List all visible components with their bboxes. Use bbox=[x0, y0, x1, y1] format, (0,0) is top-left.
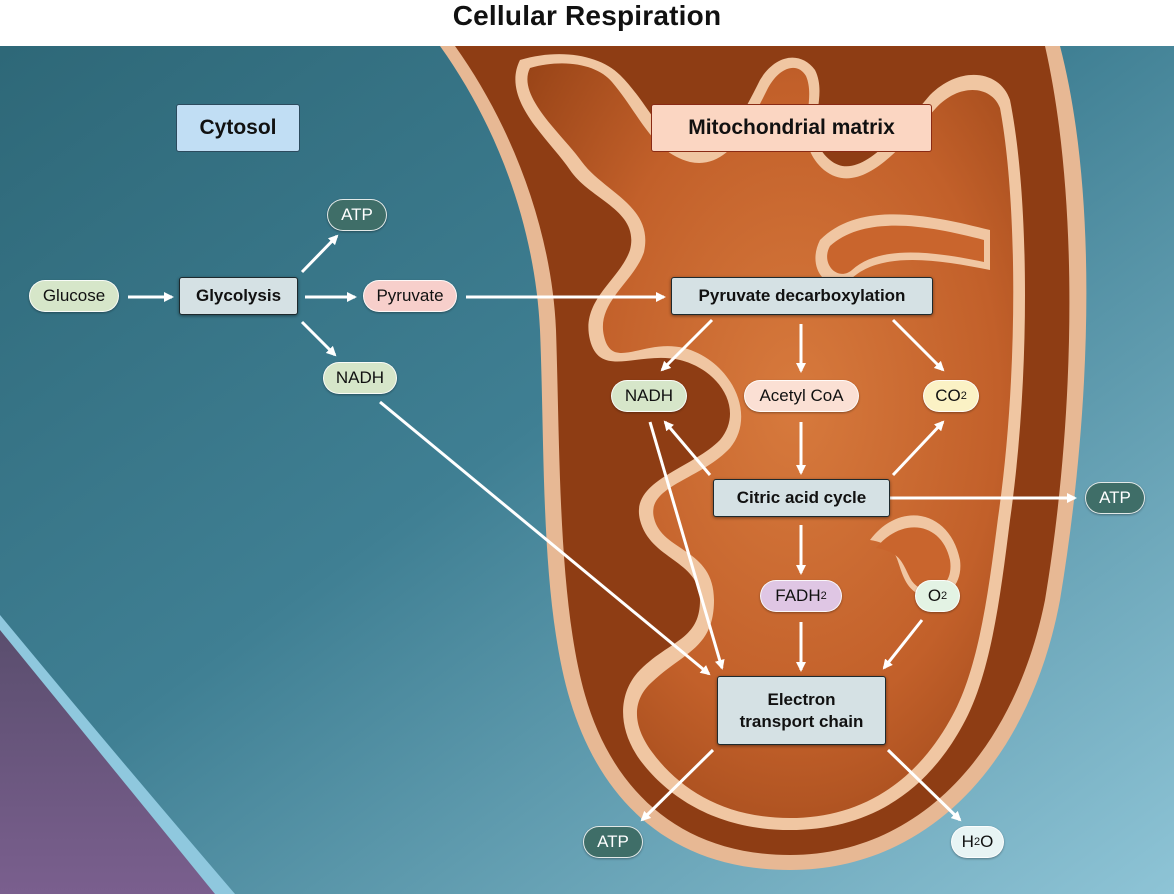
molecule-pyruvate: Pyruvate bbox=[363, 280, 457, 312]
fadh2-base: FADH bbox=[775, 586, 821, 605]
molecule-atp-citric: ATP bbox=[1085, 482, 1145, 514]
h2o-tail: O bbox=[980, 832, 994, 851]
molecule-acetyl-coa: Acetyl CoA bbox=[744, 380, 859, 412]
pathway-arrows bbox=[128, 234, 1077, 822]
diagram-background bbox=[0, 46, 1174, 894]
process-electron-transport-chain: Electron transport chain bbox=[717, 676, 886, 745]
title-bar: Cellular Respiration bbox=[0, 0, 1174, 46]
arrow-o2-to-etc bbox=[882, 619, 924, 670]
arrow-cytosol-nadh-to-etc bbox=[379, 400, 711, 676]
molecule-atp-etc: ATP bbox=[583, 826, 643, 858]
arrow-glycolysis-to-nadh bbox=[300, 320, 337, 357]
molecule-nadh-cytosol: NADH bbox=[323, 362, 397, 394]
arrow-glycolysis-to-atp bbox=[300, 234, 339, 274]
process-citric-acid-cycle: Citric acid cycle bbox=[713, 479, 890, 517]
etc-label-line-1: Electron bbox=[767, 689, 836, 709]
diagram-canvas: Cytosol Mitochondrial matrix Glycolysis … bbox=[0, 46, 1174, 894]
o2-base: O bbox=[927, 586, 942, 605]
arrow-etc-to-h2o bbox=[886, 748, 962, 822]
arrow-matrix-nadh-to-etc bbox=[648, 421, 725, 670]
region-label-matrix: Mitochondrial matrix bbox=[651, 104, 932, 152]
arrow-citric-to-nadh bbox=[663, 420, 712, 476]
diagram-title: Cellular Respiration bbox=[452, 0, 722, 31]
arrow-etc-to-atp bbox=[640, 748, 715, 822]
process-glycolysis: Glycolysis bbox=[179, 277, 298, 315]
co2-base: CO bbox=[935, 386, 961, 405]
process-pyruvate-decarboxylation: Pyruvate decarboxylation bbox=[671, 277, 933, 315]
etc-label-line-2: transport chain bbox=[739, 711, 864, 731]
crista-fold-inner bbox=[827, 225, 984, 274]
arrow-decarboxylation-to-co2 bbox=[891, 318, 945, 372]
region-label-cytosol: Cytosol bbox=[176, 104, 300, 152]
h2o-base: H bbox=[961, 832, 974, 851]
molecule-atp-glycolysis: ATP bbox=[327, 199, 387, 231]
arrow-decarboxylation-to-nadh bbox=[660, 318, 714, 372]
arrow-citric-to-co2 bbox=[891, 420, 945, 477]
nucleus-shape bbox=[0, 630, 215, 894]
molecule-nadh-matrix: NADH bbox=[611, 380, 687, 412]
molecule-glucose: Glucose bbox=[29, 280, 119, 312]
crista-fold-inner bbox=[876, 527, 951, 591]
